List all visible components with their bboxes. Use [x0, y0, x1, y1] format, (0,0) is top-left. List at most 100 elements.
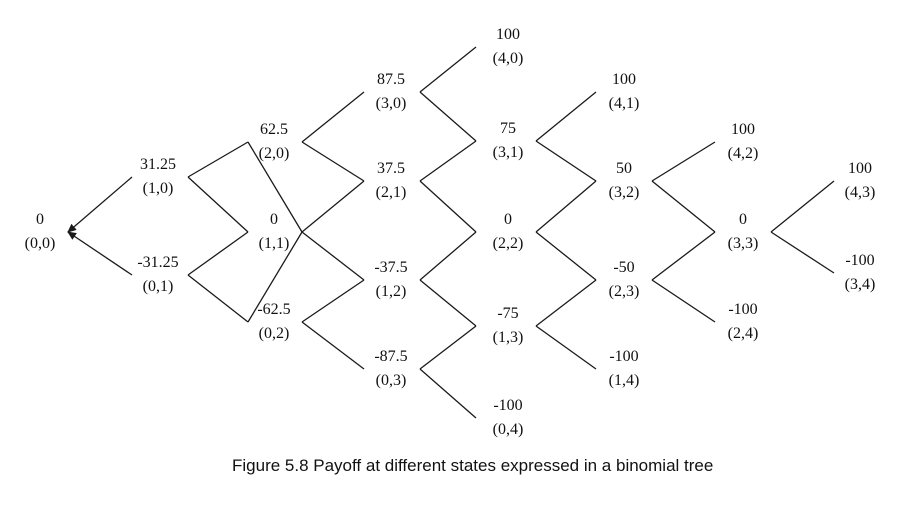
tree-node-2-0: 62.5 (2,0) [259, 121, 290, 162]
tree-edge [535, 180, 597, 233]
tree-edge [535, 91, 597, 142]
node-state: (2,4) [728, 325, 759, 342]
tree-edge [187, 141, 249, 178]
tree-node-4-1: 100 (4,1) [609, 71, 640, 112]
tree-edge [535, 231, 597, 281]
tree-edge [419, 180, 477, 233]
tree-node-3-2: 50 (3,2) [609, 160, 640, 201]
node-state: (2,1) [376, 184, 407, 201]
tree-node-1-2: -37.5 (1,2) [374, 259, 407, 300]
node-value: 31.25 [140, 156, 176, 173]
node-state: (4,1) [609, 95, 640, 112]
tree-node-4-3: 100(4,3) [845, 160, 876, 201]
tree-node-2-2: 0 (2,2) [493, 211, 524, 252]
node-state: (1,3) [493, 329, 524, 346]
node-state: (1,1) [259, 235, 290, 252]
node-state: (1,0) [143, 180, 174, 197]
tree-edge [187, 176, 249, 233]
tree-node-0-2: -62.5 (0,2) [257, 301, 290, 342]
node-state: (0,2) [259, 325, 290, 342]
node-value: 100 [848, 160, 872, 177]
tree-node-3-0: 87.5 (3,0) [376, 71, 407, 112]
tree-node-0-4: -100 (0,4) [493, 397, 524, 438]
node-state: (4,0) [493, 50, 524, 67]
node-value: 75 [500, 120, 516, 137]
node-value: 100 [731, 121, 755, 138]
node-state: (3,4) [845, 276, 876, 293]
node-value: 0 [36, 211, 44, 228]
node-value: 100 [496, 26, 520, 43]
node-state: (3,2) [609, 184, 640, 201]
tree-edge [247, 141, 303, 233]
node-value: 62.5 [260, 121, 288, 138]
node-value: -62.5 [257, 301, 290, 318]
node-value: -87.5 [374, 348, 407, 365]
tree-edge [301, 141, 365, 182]
tree-edge [187, 231, 249, 276]
tree-edges [67, 46, 835, 419]
node-state: (2,0) [259, 145, 290, 162]
tree-node-0-3: -87.5 (0,3) [374, 348, 407, 389]
tree-edge [247, 231, 303, 323]
node-state: (0,4) [493, 421, 524, 438]
tree-node-2-4: -100(2,4) [728, 301, 759, 342]
node-value: -100 [493, 397, 522, 414]
tree-node-0-0-a: 0 (0,0) [25, 211, 56, 252]
node-value: 0 [739, 211, 747, 228]
node-value: -75 [497, 305, 518, 322]
tree-node-3-4: -100 (3,4) [845, 252, 876, 293]
node-value: 0 [270, 211, 278, 228]
node-value: 87.5 [377, 71, 405, 88]
tree-edge [535, 140, 597, 182]
tree-edge [419, 368, 477, 419]
node-state: (3,3) [728, 235, 759, 252]
tree-edge [301, 180, 365, 233]
node-state: (2,2) [493, 235, 524, 252]
tree-node-3-3: 0 (3,3) [728, 211, 759, 252]
tree-node-4-2: 100 (4,2) [728, 121, 759, 162]
node-value: -50 [613, 259, 634, 276]
node-state: (1,4) [609, 372, 640, 389]
tree-edge [301, 231, 365, 281]
tree-edge [770, 180, 835, 233]
tree-edge [419, 91, 477, 142]
tree-edge [301, 91, 365, 143]
node-value: -37.5 [374, 259, 407, 276]
tree-node-4-0: 100 (4,0) [493, 26, 524, 67]
node-state: (1,2) [376, 283, 407, 300]
tree-edge [301, 279, 365, 323]
node-state: (2,3) [609, 283, 640, 300]
tree-edge [419, 279, 477, 327]
node-state: (3,0) [376, 95, 407, 112]
node-value: -100 [609, 348, 638, 365]
tree-edge [419, 140, 477, 182]
node-value: 50 [616, 160, 632, 177]
tree-edge [651, 180, 716, 233]
tree-edge [651, 231, 716, 281]
tree-edge [651, 141, 716, 182]
tree-edge [67, 231, 133, 276]
node-value: 100 [612, 71, 636, 88]
tree-node-1-1: 0 (1,1) [259, 211, 290, 252]
tree-edge [770, 231, 835, 274]
tree-edge [535, 279, 597, 327]
tree-edge [67, 176, 133, 233]
tree-nodes: 0 (0,0) 31.25 (1,0) -31.25 (0,1) 62.5 (2,0) 0 (1,… [25, 26, 876, 438]
tree-node-2-1: 37.5(2,1) [376, 160, 407, 201]
node-state: (4,2) [728, 145, 759, 162]
node-value: -100 [845, 252, 874, 269]
node-state: (3,1) [493, 144, 524, 161]
node-state: (0,1) [143, 278, 174, 295]
node-value: 0 [504, 211, 512, 228]
tree-edge [651, 279, 716, 323]
node-state: (0,3) [376, 372, 407, 389]
figure-caption: Figure 5.8 Payoff at different states ex… [232, 456, 713, 475]
tree-node-1-3: -75 (1,3) [493, 305, 524, 346]
tree-node-1-0: 31.25 (1,0) [140, 156, 176, 197]
node-value: -31.25 [137, 254, 178, 271]
tree-edge [535, 325, 597, 370]
tree-edge [419, 46, 477, 93]
node-state: (0,0) [25, 235, 56, 252]
tree-node-0-1: -31.25 (0,1) [137, 254, 178, 295]
